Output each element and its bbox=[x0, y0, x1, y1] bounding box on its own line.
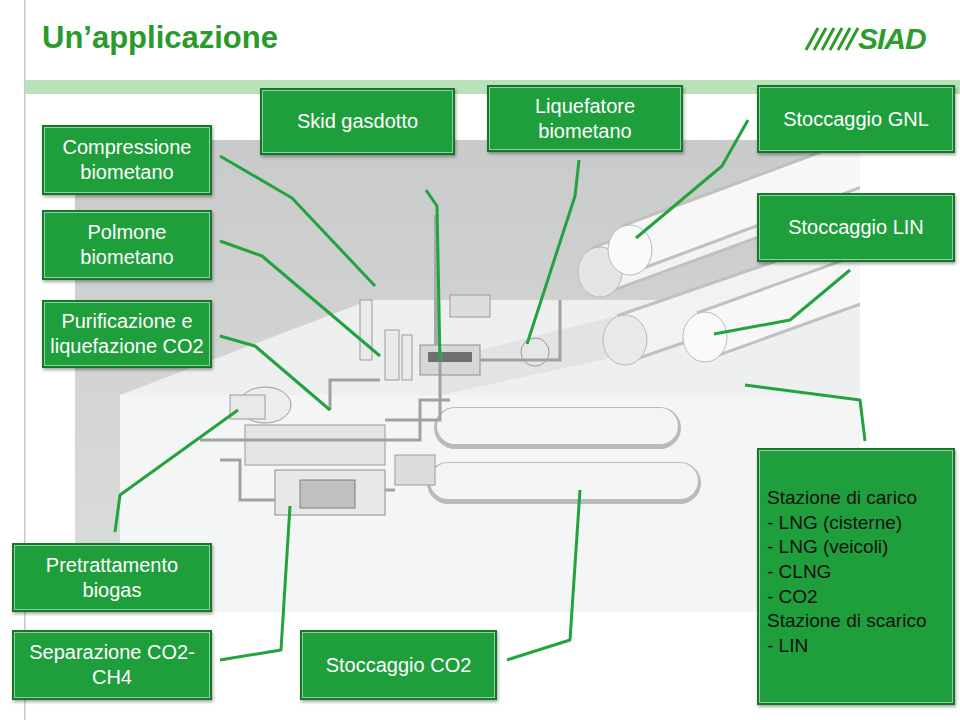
slide-title: Un’applicazione bbox=[42, 20, 278, 56]
box-text: Compressione biometano bbox=[50, 135, 204, 185]
callout-box: Pretrattamento biogas bbox=[12, 543, 212, 612]
leader-line bbox=[714, 270, 850, 334]
leader-line bbox=[115, 410, 238, 532]
box-text: Skid gasdotto bbox=[297, 109, 418, 134]
callout-list-box: Stazione di carico- LNG (cisterne)- LNG … bbox=[757, 448, 955, 705]
box-text: Stazione di scarico bbox=[767, 609, 926, 634]
box-text: - LNG (cisterne) bbox=[767, 511, 902, 536]
box-text: - CLNG bbox=[767, 560, 831, 585]
leader-line bbox=[745, 385, 865, 441]
leader-line bbox=[426, 190, 440, 362]
box-text: Polmone biometano bbox=[50, 220, 204, 270]
callout-box: Stoccaggio CO2 bbox=[300, 630, 497, 700]
callout-box: Skid gasdotto bbox=[260, 88, 455, 155]
box-text: Stazione di carico bbox=[767, 486, 917, 511]
callout-box: Polmone biometano bbox=[42, 210, 212, 280]
callout-box: Liquefatore biometano bbox=[487, 85, 683, 152]
margin-line bbox=[24, 0, 26, 720]
leader-line bbox=[527, 160, 579, 344]
company-logo: SIAD bbox=[858, 22, 926, 56]
callout-box: Stoccaggio LIN bbox=[757, 193, 955, 262]
leader-line bbox=[220, 336, 330, 410]
leader-line bbox=[220, 156, 375, 286]
box-text: - LIN bbox=[767, 634, 808, 659]
callout-box: Separazione CO2-CH4 bbox=[12, 630, 212, 700]
box-text: - LNG (veicoli) bbox=[767, 535, 888, 560]
logo-stripes bbox=[806, 28, 858, 50]
leader-line bbox=[507, 490, 580, 660]
leader-line bbox=[220, 241, 380, 356]
callout-box: Compressione biometano bbox=[42, 125, 212, 195]
box-text: Separazione CO2-CH4 bbox=[20, 640, 204, 690]
callout-box: Stoccaggio GNL bbox=[757, 85, 955, 153]
box-text: Stoccaggio CO2 bbox=[326, 653, 472, 678]
box-text: Liquefatore biometano bbox=[495, 94, 675, 144]
box-text: Pretrattamento biogas bbox=[20, 553, 204, 603]
box-text: Purificazione e liquefazione CO2 bbox=[50, 309, 204, 359]
leader-line bbox=[220, 506, 290, 660]
box-text: - CO2 bbox=[767, 585, 818, 610]
callout-box: Purificazione e liquefazione CO2 bbox=[42, 300, 212, 368]
box-text: Stoccaggio LIN bbox=[788, 215, 924, 240]
box-text: Stoccaggio GNL bbox=[783, 107, 929, 132]
